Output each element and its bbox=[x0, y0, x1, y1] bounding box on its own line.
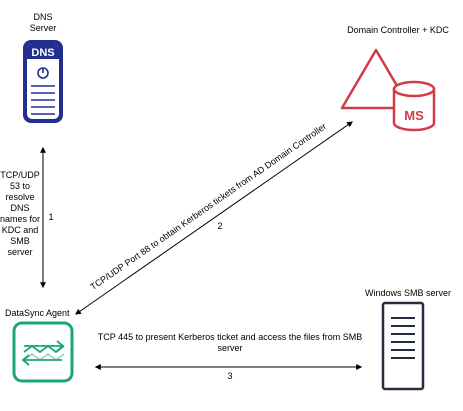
edge-agent-smb-label-line1: TCP 445 to present Kerberos ticket and a… bbox=[97, 332, 363, 342]
dns-server-title: DNS Server bbox=[23, 12, 63, 34]
dns-title-line1: DNS bbox=[33, 12, 53, 22]
edge-agent-dc-label: TCP/UDP Port 88 to obtain Kerberos ticke… bbox=[88, 121, 328, 292]
dns-title-line2: Server bbox=[29, 23, 57, 33]
ms-badge: MS bbox=[404, 108, 424, 123]
edge-dns-agent-number: 1 bbox=[48, 212, 54, 222]
edge-agent-smb-label: TCP 445 to present Kerberos ticket and a… bbox=[95, 332, 365, 354]
edge-agent-dc-number: 2 bbox=[217, 221, 222, 231]
domain-controller-title: Domain Controller + KDC bbox=[347, 25, 449, 35]
edge-dns-agent-label-line: server bbox=[7, 247, 33, 257]
edge-dns-agent-label-line: names for bbox=[0, 214, 41, 224]
edge-agent-dc bbox=[75, 121, 353, 315]
windows-smb-server-title: Windows SMB server bbox=[364, 288, 452, 298]
domain-controller-icon: MS bbox=[340, 48, 436, 132]
edge-dns-agent-label-line: 53 to bbox=[9, 181, 31, 191]
dns-badge: DNS bbox=[31, 47, 54, 59]
edge-dns-agent-label-line: KDC and bbox=[1, 225, 39, 235]
datasync-agent-icon bbox=[12, 321, 74, 383]
windows-server-icon bbox=[381, 301, 425, 391]
edge-agent-smb-number: 3 bbox=[227, 371, 233, 381]
edge-dns-agent-label-line: TCP/UDP bbox=[0, 170, 40, 180]
edge-agent-smb-label-line2: server bbox=[217, 343, 243, 353]
edge-dns-agent-label-line: DNS bbox=[10, 203, 30, 213]
dns-server-icon: DNS bbox=[23, 40, 63, 123]
edge-dns-agent-label-line: SMB bbox=[10, 236, 30, 246]
datasync-agent-title: DataSync Agent bbox=[5, 308, 70, 318]
edge-dns-agent-label-line: resolve bbox=[5, 192, 35, 202]
